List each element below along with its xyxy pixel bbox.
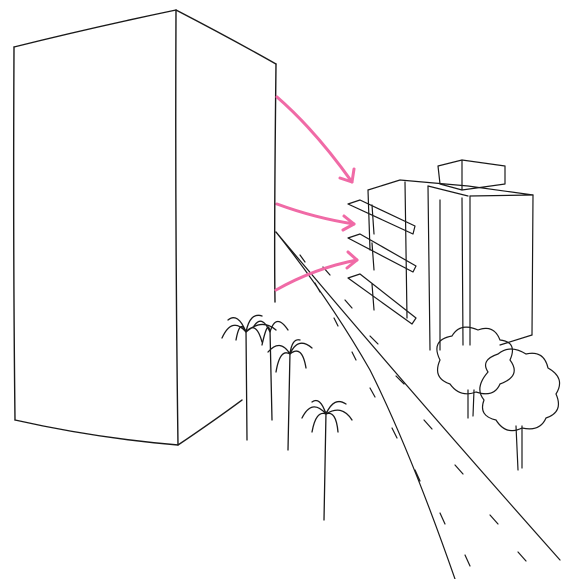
palm-trees: [221, 314, 353, 521]
bushy-trees: [436, 326, 561, 471]
road: [275, 231, 561, 579]
foreground-building: [12, 9, 277, 446]
arrows: [274, 95, 359, 292]
arrow-upper: [275, 95, 356, 184]
arrow-middle: [275, 202, 356, 232]
arrow-lower: [274, 250, 359, 292]
distant-building: [347, 159, 534, 351]
